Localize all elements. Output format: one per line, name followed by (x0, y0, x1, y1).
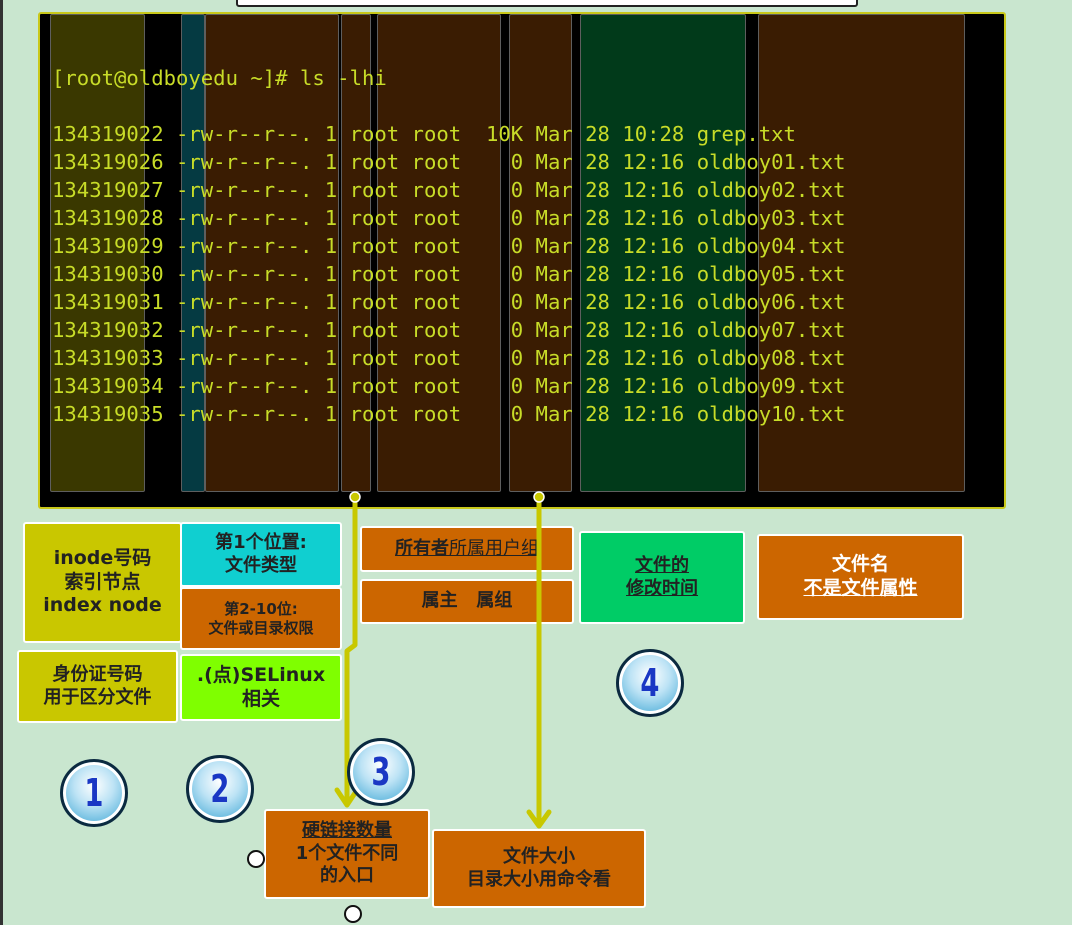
label-size-line2: 目录大小用命令看 (467, 868, 611, 890)
listing-row: 134319034 -rw-r--r--. 1 root root 0 Mar … (52, 374, 846, 398)
label-inode-line2: 索引节点 (64, 570, 141, 593)
label-selinux-line1: .(点)SELinux (196, 663, 326, 686)
label-mtime: 文件的 修改时间 (579, 531, 745, 624)
label-size: 文件大小 目录大小用命令看 (432, 829, 646, 908)
label-mtime-line2: 修改时间 (626, 577, 698, 599)
arrow-size-head (526, 809, 552, 829)
connector-handle-left[interactable] (247, 850, 265, 868)
arrow-link-count-anchor (349, 491, 361, 503)
label-permissions-line2: 文件或目录权限 (208, 618, 314, 637)
listing-row: 134319032 -rw-r--r--. 1 root root 0 Mar … (52, 318, 846, 342)
column-highlight-permissions (205, 14, 339, 492)
badge-1: 1 (60, 759, 128, 827)
listing-row: 134319031 -rw-r--r--. 1 root root 0 Mar … (52, 290, 846, 314)
listing-row: 134319028 -rw-r--r--. 1 root root 0 Mar … (52, 206, 846, 230)
listing-row: 134319033 -rw-r--r--. 1 root root 0 Mar … (52, 346, 846, 370)
badge-1-number: 1 (84, 771, 104, 815)
badge-4: 4 (616, 649, 684, 717)
top-bar (236, 0, 858, 7)
label-owner-group-short-text: 属主 属组 (421, 590, 513, 612)
listing-row: 134319035 -rw-r--r--. 1 root root 0 Mar … (52, 402, 846, 426)
column-highlight-inode (50, 14, 145, 492)
label-inode: inode号码 索引节点 index node (23, 522, 182, 643)
window-left-border (0, 0, 3, 925)
listing-row: 134319029 -rw-r--r--. 1 root root 0 Mar … (52, 234, 846, 258)
label-group: 所属用户组 (449, 537, 539, 559)
label-hardlink: 硬链接数量 1个文件不同 的入口 (264, 809, 430, 899)
label-idcard: 身份证号码 用于区分文件 (17, 650, 178, 723)
label-hardlink-line3: 的入口 (320, 865, 374, 887)
label-selinux-line2: 相关 (241, 687, 280, 710)
listing-row: 134319027 -rw-r--r--. 1 root root 0 Mar … (52, 178, 846, 202)
shell-prompt: [root@oldboyedu ~]# ls -lhi (52, 66, 387, 90)
label-inode-line1: inode号码 (53, 546, 152, 569)
badge-3: 3 (347, 738, 415, 806)
column-highlight-filename (758, 14, 965, 492)
label-mtime-line1: 文件的 (635, 555, 689, 576)
badge-2: 2 (186, 755, 254, 823)
label-file-type-line2: 文件类型 (225, 554, 297, 576)
badge-4-number: 4 (640, 661, 660, 705)
listing-row: 134319026 -rw-r--r--. 1 root root 0 Mar … (52, 150, 846, 174)
column-highlight-mtime (580, 14, 746, 492)
label-filename: 文件名 不是文件属性 (757, 534, 964, 620)
listing-row: 134319022 -rw-r--r--. 1 root root 10K Ma… (52, 122, 796, 146)
terminal-output: [root@oldboyedu ~]# ls -lhi 134319022 -rw… (52, 64, 846, 428)
label-selinux: .(点)SELinux 相关 (180, 654, 342, 721)
connector-handle-bottom[interactable] (344, 905, 362, 923)
label-inode-line3: index node (43, 594, 162, 617)
listing-row: 134319030 -rw-r--r--. 1 root root 0 Mar … (52, 262, 846, 286)
terminal-window[interactable]: [root@oldboyedu ~]# ls -lhi 134319022 -rw… (38, 12, 1006, 509)
badge-3-number: 3 (371, 750, 391, 794)
label-permissions: 第2-10位: 文件或目录权限 (180, 587, 342, 650)
label-file-type-line1: 第1个位置: (215, 532, 307, 553)
arrow-size-anchor (533, 491, 545, 503)
label-idcard-line1: 身份证号码 (52, 664, 143, 685)
arrow-link-count-head (334, 787, 360, 808)
label-owner: 所有者 (395, 537, 449, 559)
label-hardlink-line2: 1个文件不同 (295, 842, 399, 864)
label-owner-group: 所有者 所属用户组 (360, 526, 574, 572)
label-filename-line2: 不是文件属性 (803, 577, 918, 599)
arrow-link-count (344, 494, 358, 803)
label-permissions-line1: 第2-10位: (224, 599, 298, 618)
column-highlight-file-type (181, 14, 205, 492)
column-highlight-size (509, 14, 572, 492)
label-file-type: 第1个位置: 文件类型 (180, 522, 342, 587)
badge-2-number: 2 (210, 767, 230, 811)
label-hardlink-line1: 硬链接数量 (302, 820, 392, 842)
label-filename-line1: 文件名 (831, 553, 889, 576)
label-size-line1: 文件大小 (503, 846, 575, 867)
column-highlight-owner-group (377, 14, 501, 492)
label-idcard-line2: 用于区分文件 (43, 686, 152, 708)
